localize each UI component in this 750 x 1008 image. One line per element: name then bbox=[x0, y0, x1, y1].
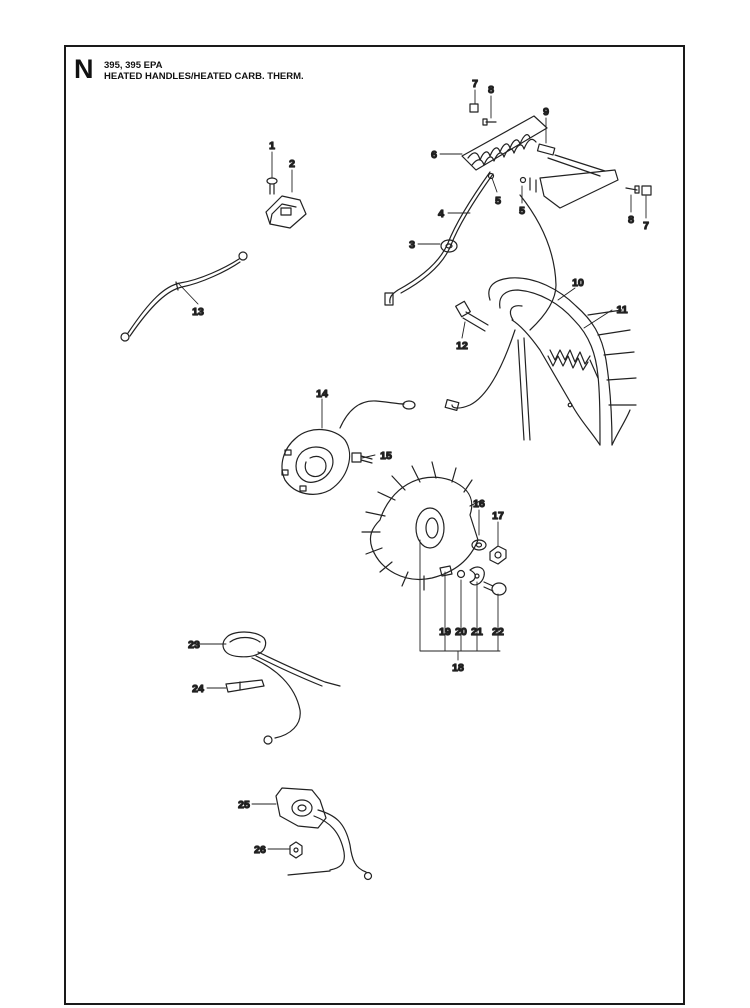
part-washer-16 bbox=[471, 539, 487, 551]
part-shoulder-screw-22 bbox=[483, 581, 507, 596]
callout-26: 26 bbox=[254, 844, 266, 856]
part-cover-plate bbox=[539, 154, 619, 209]
callout-4: 4 bbox=[438, 208, 444, 220]
part-switch-2 bbox=[265, 195, 307, 229]
part-flywheel-18 bbox=[361, 461, 483, 591]
part-washer-19 bbox=[439, 565, 453, 577]
callout-19: 19 bbox=[439, 626, 451, 638]
callout-2: 2 bbox=[289, 158, 295, 170]
callout-17: 17 bbox=[492, 510, 504, 522]
part-screw-1 bbox=[266, 177, 278, 195]
part-heater-element-6 bbox=[461, 115, 548, 171]
part-bracket-24 bbox=[225, 679, 265, 693]
callout-5a: 5 bbox=[495, 195, 501, 207]
callout-13: 13 bbox=[192, 306, 204, 318]
part-pin-9 bbox=[536, 143, 556, 156]
callout-1: 1 bbox=[269, 140, 275, 152]
part-screw-5b bbox=[519, 176, 537, 193]
callout-16: 16 bbox=[473, 498, 485, 510]
callout-18: 18 bbox=[452, 662, 464, 674]
part-handle-10 bbox=[488, 277, 637, 446]
callout-7a: 7 bbox=[472, 78, 478, 90]
part-nut-17 bbox=[489, 545, 507, 565]
callout-8b: 8 bbox=[628, 214, 634, 226]
part-cap-7a bbox=[469, 103, 479, 113]
callout-labels: 1 2 3 4 5 5 6 7 7 8 8 9 10 11 12 13 14 1… bbox=[188, 77, 650, 856]
callout-25: 25 bbox=[238, 799, 250, 811]
part-nut-26 bbox=[289, 841, 303, 859]
callout-21: 21 bbox=[471, 626, 483, 638]
part-cable-13 bbox=[120, 251, 248, 342]
leader-lines bbox=[177, 89, 647, 850]
part-carb-heater-23 bbox=[222, 631, 341, 745]
part-bolt-12 bbox=[455, 300, 489, 332]
part-screw-8a bbox=[482, 118, 497, 126]
diagram-frame bbox=[64, 45, 685, 1005]
callout-14: 14 bbox=[316, 388, 328, 400]
callout-3: 3 bbox=[409, 239, 415, 251]
callout-10: 10 bbox=[572, 277, 584, 289]
callout-9: 9 bbox=[543, 106, 549, 118]
callout-20: 20 bbox=[455, 626, 467, 638]
part-pawl-21 bbox=[469, 566, 485, 586]
handle-wires bbox=[444, 194, 557, 441]
part-harness-4 bbox=[384, 171, 494, 306]
section-letter: N bbox=[74, 54, 94, 84]
callout-24: 24 bbox=[192, 683, 204, 695]
part-screw-15 bbox=[351, 452, 373, 464]
part-generator-coil-14 bbox=[281, 400, 416, 495]
part-grommet-3 bbox=[440, 239, 458, 253]
callout-8a: 8 bbox=[488, 84, 494, 96]
callout-12: 12 bbox=[456, 340, 468, 352]
callout-7b: 7 bbox=[643, 220, 649, 232]
callout-23: 23 bbox=[188, 639, 200, 651]
callout-15: 15 bbox=[380, 450, 392, 462]
part-heater-coil-11 bbox=[547, 349, 599, 379]
part-thermostat-25 bbox=[275, 787, 373, 881]
model-title: 395, 395 EPA bbox=[104, 60, 163, 71]
callout-22: 22 bbox=[492, 626, 504, 638]
callout-5b: 5 bbox=[519, 205, 525, 217]
part-cap-7b bbox=[641, 185, 652, 196]
diagram-subtitle: HEATED HANDLES/HEATED CARB. THERM. bbox=[104, 71, 304, 82]
part-screw-5a bbox=[487, 172, 495, 180]
part-key-20 bbox=[456, 569, 466, 579]
part-screw-8b bbox=[625, 185, 640, 194]
callout-6: 6 bbox=[431, 149, 437, 161]
